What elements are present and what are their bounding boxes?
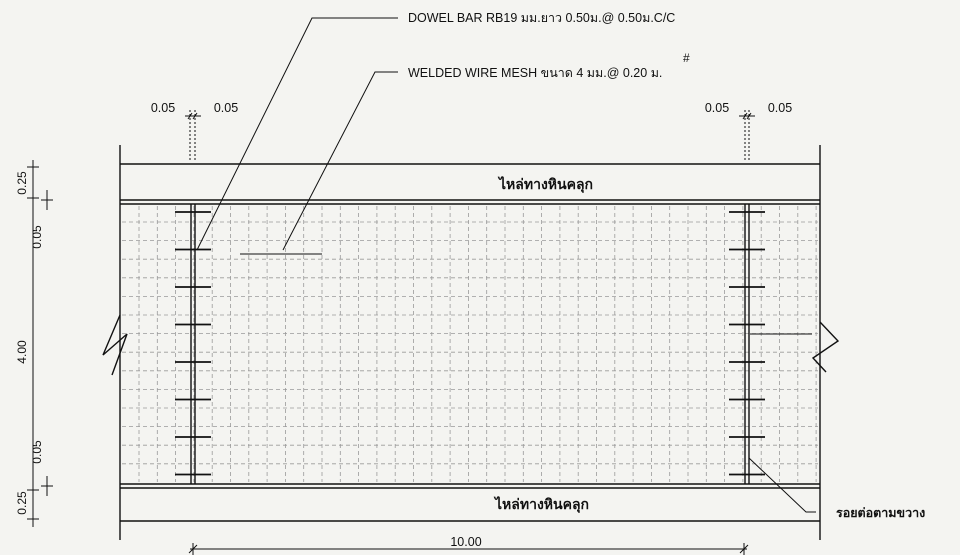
- top-dimension-marks: [185, 110, 755, 160]
- left-dimension-line: [27, 160, 53, 527]
- shoulder-label-bottom: ไหล่ทางหินคลุก: [493, 495, 589, 513]
- dim-left-gap-bottom: 0.05: [30, 440, 44, 464]
- dim-top-right-b: 0.05: [768, 101, 792, 115]
- slab-outline: [119, 145, 821, 540]
- dim-left-shoulder-bottom: 0.25: [15, 491, 29, 515]
- dim-top-right-a: 0.05: [705, 101, 729, 115]
- dowel-bars: [175, 211, 765, 476]
- dim-top-left-b: 0.05: [214, 101, 238, 115]
- dim-top-left-a: 0.05: [151, 101, 175, 115]
- dim-left-gap-top: 0.05: [30, 225, 44, 249]
- dowel-bar-callout: DOWEL BAR RB19 มม.ยาว 0.50ม.@ 0.50ม.C/C: [408, 11, 675, 25]
- mesh-hash-mark: #: [683, 51, 690, 65]
- dim-left-shoulder-top: 0.25: [15, 171, 29, 195]
- welded-wire-mesh-grid: [122, 206, 818, 482]
- shoulder-strip-top: [120, 163, 820, 205]
- shoulder-strip-bottom: [120, 483, 820, 522]
- welded-mesh-callout: WELDED WIRE MESH ขนาด 4 มม.@ 0.20 ม.: [408, 66, 662, 80]
- dim-bottom-length: 10.00: [450, 535, 481, 549]
- break-mark-right: [811, 321, 840, 373]
- transverse-joint-label: รอยต่อตามขวาง: [836, 505, 925, 520]
- dim-left-slab: 4.00: [15, 340, 29, 364]
- bottom-dimension-line: [188, 543, 749, 555]
- break-mark-left: [102, 314, 128, 376]
- shoulder-label-top: ไหล่ทางหินคลุก: [497, 175, 593, 193]
- leader-lines: [196, 17, 816, 513]
